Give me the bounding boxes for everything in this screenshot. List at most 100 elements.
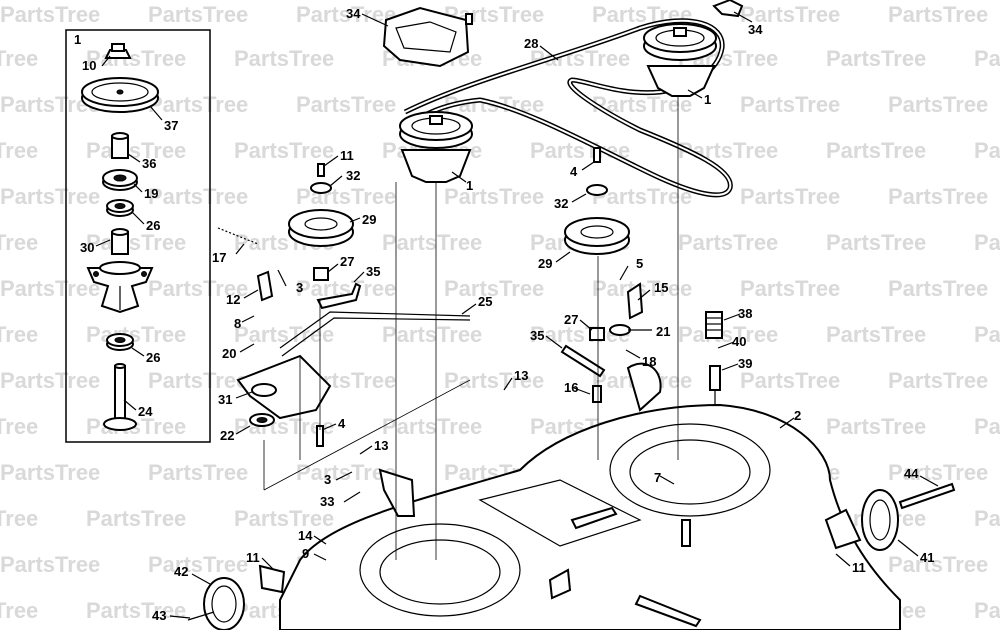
callout-label: 29: [362, 212, 376, 227]
idler-pulley-left-part: [288, 163, 362, 310]
watermark-text: PartsTree: [444, 368, 544, 393]
watermark-text: PartsTree: [0, 322, 38, 347]
watermark-text: PartsTree: [888, 368, 988, 393]
watermark-text: PartsTree: [148, 552, 248, 577]
watermark-text: PartsTree: [148, 184, 248, 209]
belt-part: [403, 18, 733, 198]
spindle-housing-part: [86, 261, 154, 314]
assembly-reference-lines: [263, 96, 679, 560]
watermark-text: PartsTree: [0, 276, 100, 301]
watermark-text: PartsTree: [888, 460, 988, 485]
callout-label: 7: [654, 470, 661, 485]
watermark-text: PartsTree: [974, 414, 1000, 439]
watermark-text: PartsTree: [740, 184, 840, 209]
nut-part: [104, 43, 132, 59]
watermark-text: PartsTree: [740, 368, 840, 393]
callout-label: 41: [920, 550, 934, 565]
callout-label: 15: [654, 280, 668, 295]
watermark-text: PartsTree: [0, 552, 100, 577]
watermark-text: PartsTree: [0, 460, 100, 485]
callout-label: 38: [738, 306, 752, 321]
watermark-text: PartsTree: [974, 230, 1000, 255]
watermark-text: PartsTree: [740, 276, 840, 301]
callout-label: 34: [748, 22, 763, 37]
watermark-text: PartsTree: [826, 414, 926, 439]
watermark-text: PartsTree: [678, 322, 778, 347]
watermark-text: PartsTree: [826, 138, 926, 163]
callout-label: 14: [298, 528, 313, 543]
watermark-text: PartsTree: [382, 322, 482, 347]
callout-label: 25: [478, 294, 492, 309]
watermark-text: PartsTree: [148, 460, 248, 485]
callout-label: 5: [636, 256, 643, 271]
bearing-part: [102, 169, 138, 191]
watermark-text: PartsTree: [888, 276, 988, 301]
watermark-text: PartsTree: [296, 2, 396, 27]
watermark-text: PartsTree: [0, 414, 38, 439]
callout-label: 17: [212, 250, 226, 265]
front-wheel-right-part: [861, 482, 956, 551]
callout-label: 10: [82, 58, 96, 73]
callout-label: 27: [564, 312, 578, 327]
bearing-part: [106, 199, 134, 217]
watermark-text: PartsTree: [530, 138, 630, 163]
callout-label: 18: [642, 354, 656, 369]
callout-label: 3: [296, 280, 303, 295]
watermark-text: PartsTree: [148, 92, 248, 117]
callout-label: 42: [174, 564, 188, 579]
watermark-text: PartsTree: [826, 322, 926, 347]
watermark-text: PartsTree: [444, 184, 544, 209]
watermark-text: PartsTree: [974, 46, 1000, 71]
spacer-part: [111, 132, 129, 159]
callout-label: 19: [144, 186, 158, 201]
callout-label: 32: [346, 168, 360, 183]
spindle-pulley-part: [81, 77, 159, 113]
callout-label: 12: [226, 292, 240, 307]
callout-label: 35: [366, 264, 380, 279]
callout-label: 30: [80, 240, 94, 255]
callout-label: 8: [234, 316, 241, 331]
idler-pulley-right-part: [560, 147, 644, 403]
callout-label: 22: [220, 428, 234, 443]
callout-label: 2: [794, 408, 801, 423]
watermark-text: PartsTree: [234, 138, 334, 163]
watermark-text: PartsTree: [826, 230, 926, 255]
callout-label: 24: [138, 404, 153, 419]
watermark-text: PartsTree: [740, 92, 840, 117]
watermark-text: PartsTree: [0, 230, 38, 255]
watermark-text: PartsTree: [888, 2, 988, 27]
callout-leader-lines: [95, 11, 939, 619]
watermark-text: PartsTree: [0, 506, 38, 531]
callout-label: 26: [146, 350, 160, 365]
callout-label: 43: [152, 608, 166, 623]
callout-label: 34: [346, 6, 361, 21]
callout-labels: 34 34 28 10 37 36 19 26 30 26 24 1 1 11 …: [80, 6, 934, 623]
watermark-text: PartsTree: [86, 414, 186, 439]
watermark-text: PartsTree: [974, 322, 1000, 347]
callout-label: 3: [324, 472, 331, 487]
callout-label: 11: [852, 560, 866, 575]
watermark-text: PartsTree: [86, 230, 186, 255]
watermark-text: PartsTree: [974, 506, 1000, 531]
watermark-text: PartsTree: [148, 368, 248, 393]
callout-label: 27: [340, 254, 354, 269]
callout-label: 36: [142, 156, 156, 171]
watermark-text: PartsTree: [0, 138, 38, 163]
callout-label: 1: [704, 92, 711, 107]
watermark-text: PartsTree: [974, 138, 1000, 163]
callout-label: 44: [904, 466, 919, 481]
callout-label: 37: [164, 118, 178, 133]
bearing-part: [106, 333, 134, 351]
watermark-text: PartsTree: [382, 414, 482, 439]
watermark-text: PartsTree: [148, 276, 248, 301]
watermark-text: PartsTree: [148, 2, 248, 27]
spacer-part: [111, 228, 129, 255]
callout-label: 11: [246, 550, 260, 565]
watermark-text: PartsTree: [234, 46, 334, 71]
watermark-text: PartsTree: [678, 138, 778, 163]
callout-label: 9: [302, 546, 309, 561]
spindle-shaft-part: [103, 363, 137, 431]
watermark-text: PartsTree: [296, 92, 396, 117]
callout-label: 29: [538, 256, 552, 271]
callout-label: 1: [466, 178, 473, 193]
